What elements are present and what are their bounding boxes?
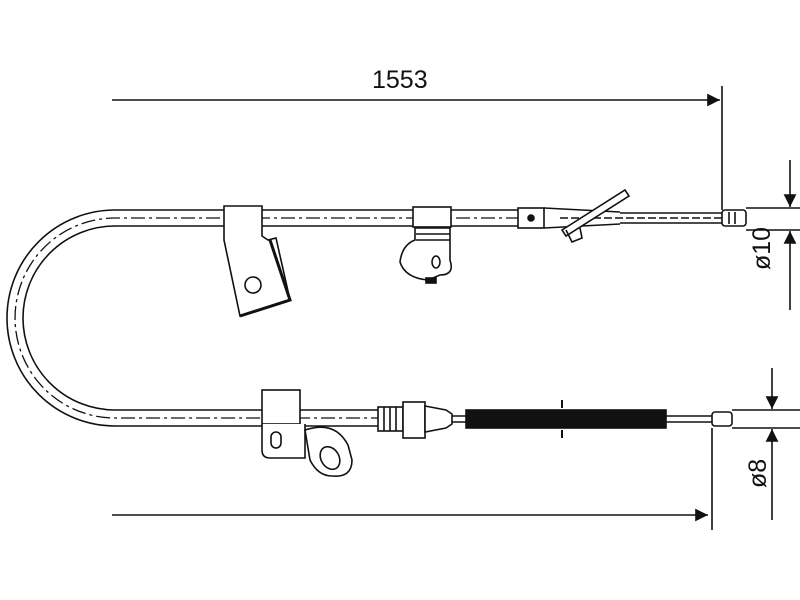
diameter-top-label: ø10 [748,226,776,270]
bottom-bracket [261,389,353,477]
bottom-adjuster [377,401,470,439]
cable-sheath [6,209,520,427]
length-dimension [112,86,723,530]
diameter-bottom-label: ø8 [744,458,772,488]
diameter-top-dimension [746,160,800,310]
top-clip-middle [399,206,453,284]
top-inner-cable [517,207,747,229]
bottom-spring-sleeve [465,400,733,438]
top-lever-bracket [560,188,631,244]
length-label: 1553 [372,66,428,94]
diameter-bottom-dimension [732,368,800,520]
top-bracket-left [223,205,292,318]
